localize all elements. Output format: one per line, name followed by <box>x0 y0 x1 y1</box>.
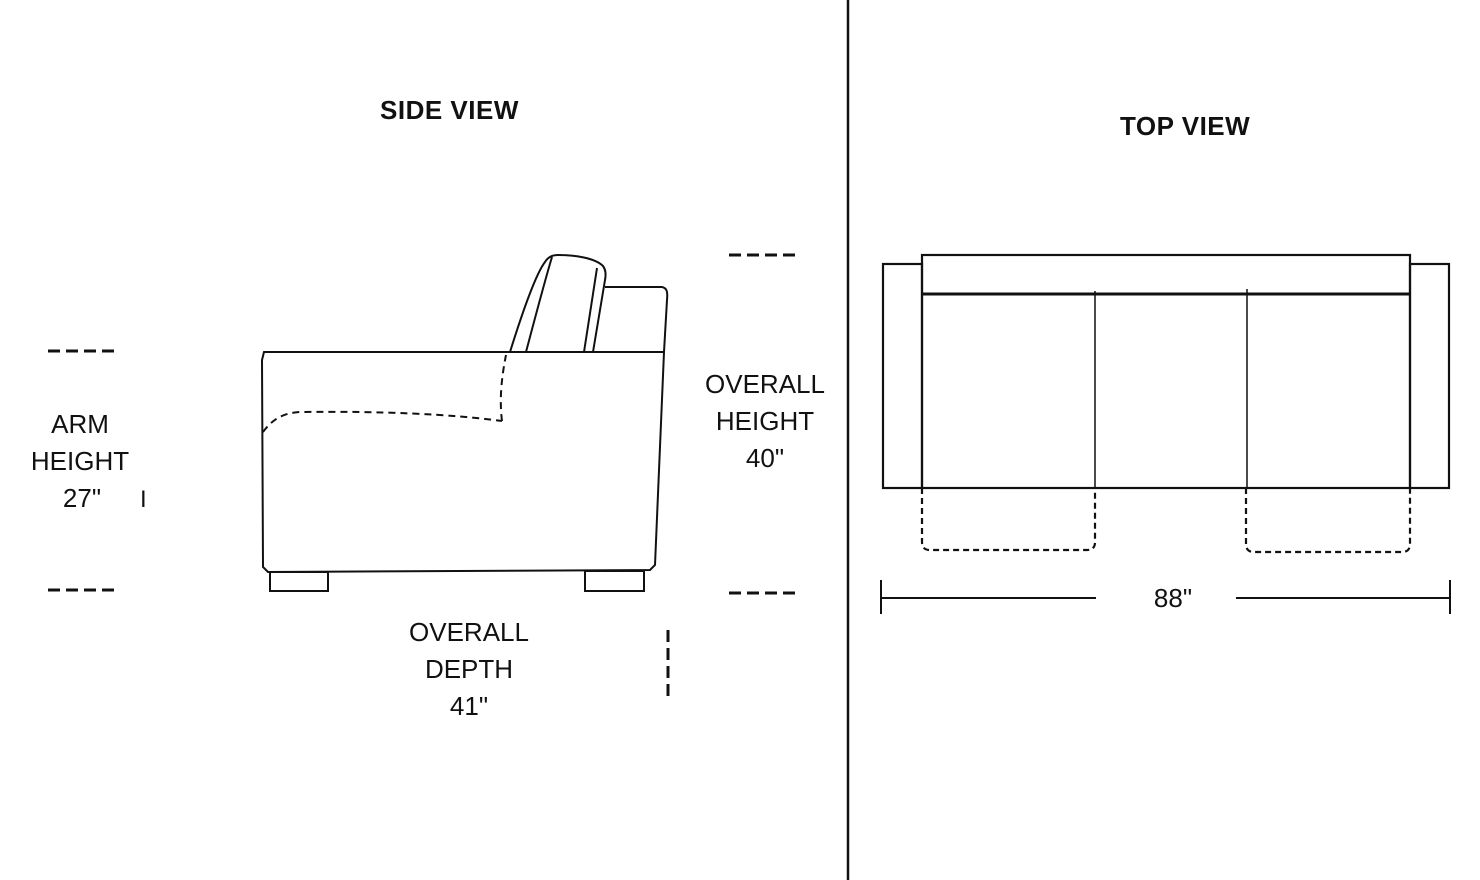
dimension-ticks <box>48 253 795 698</box>
seat-dashed-line <box>262 354 507 433</box>
back-cushion <box>509 253 607 353</box>
front-leg <box>269 571 329 592</box>
rear-leg <box>584 570 645 592</box>
overall-height-value: 40" <box>745 443 785 473</box>
overall-depth-line1: OVERALL <box>409 617 529 647</box>
right-arm <box>1408 262 1451 490</box>
overall-width-value: 88" <box>1153 583 1193 613</box>
overall-height-line1: OVERALL <box>705 369 825 399</box>
left-arm <box>881 262 924 490</box>
overall-depth-value: 41" <box>449 691 489 721</box>
arm-height-line1: ARM <box>51 409 109 439</box>
top-view-sofa <box>881 253 1451 554</box>
sofa-frame <box>920 253 1412 490</box>
top-view-title: TOP VIEW <box>1120 111 1251 141</box>
sofa-body <box>260 351 666 574</box>
overall-height-label: OVERALL HEIGHT 40" <box>700 366 830 477</box>
arm-height-label: ARM HEIGHT 27" <box>20 406 140 517</box>
overall-depth-label: OVERALL DEPTH 41" <box>404 614 534 725</box>
overall-height-line2: HEIGHT <box>715 406 815 436</box>
side-view-sofa <box>260 253 669 592</box>
stray-mark: I <box>140 486 147 513</box>
arm-height-line2: HEIGHT <box>30 446 130 476</box>
recliner-footrest-right <box>1244 488 1412 554</box>
recliner-footrest-left <box>920 488 1097 552</box>
overall-depth-line2: DEPTH <box>424 654 514 684</box>
arm-height-value: 27" <box>62 483 102 513</box>
side-view-title: SIDE VIEW <box>380 95 519 125</box>
width-dimension <box>880 580 1451 614</box>
